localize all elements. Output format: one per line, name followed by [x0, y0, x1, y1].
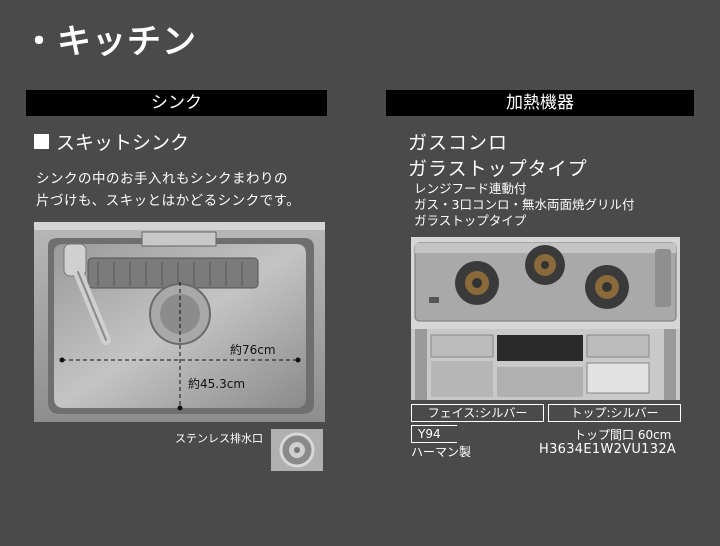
top-width-spec: トップ間口 60cm	[574, 428, 672, 442]
sink-photo: 約76cm 約45.3cm	[34, 222, 325, 422]
range-spec-line1: レンジフード連動付	[414, 181, 527, 196]
sink-depth-dimension: 約45.3cm	[188, 376, 245, 391]
range-title-line1: ガスコンロ	[408, 132, 509, 154]
sink-description: シンクの中のお手入れもシンクまわりの 片づけも、スキッとはかどるシンクです。	[36, 168, 300, 212]
range-spec-line3: ガラストップタイプ	[414, 213, 527, 228]
drain-photo	[271, 429, 323, 471]
model-number: H3634E1W2VU132A	[539, 442, 677, 457]
sink-width-dimension: 約76cm	[230, 342, 276, 357]
page-title: ・キッチン	[22, 22, 197, 62]
top-color-label: トップ:シルバー	[548, 404, 681, 422]
range-section-header: 加熱機器	[386, 90, 694, 116]
sink-description-line1: シンクの中のお手入れもシンクまわりの	[36, 171, 288, 187]
range-title-line2: ガラストップタイプ	[408, 158, 588, 180]
drain-illustration	[271, 429, 323, 471]
maker-label: ハーマン製	[411, 445, 472, 459]
sink-heading: スキットシンク	[56, 132, 190, 154]
product-code: Y94	[411, 425, 457, 443]
sink-illustration: 約76cm 約45.3cm	[34, 222, 325, 422]
range-specs: レンジフード連動付 ガス・3口コンロ・無水両面焼グリル付 ガラストップタイプ	[414, 181, 634, 229]
square-bullet-icon	[34, 134, 49, 149]
range-spec-line2: ガス・3口コンロ・無水両面焼グリル付	[414, 197, 635, 212]
stove-illustration	[411, 237, 680, 400]
drain-label: ステンレス排水口	[175, 432, 263, 445]
range-title: ガスコンロ ガラストップタイプ	[408, 130, 588, 182]
sink-section-header: シンク	[26, 90, 327, 116]
sink-description-line2: 片づけも、スキッとはかどるシンクです。	[36, 193, 301, 209]
stove-photo	[411, 237, 680, 400]
face-color-label: フェイス:シルバー	[411, 404, 544, 422]
